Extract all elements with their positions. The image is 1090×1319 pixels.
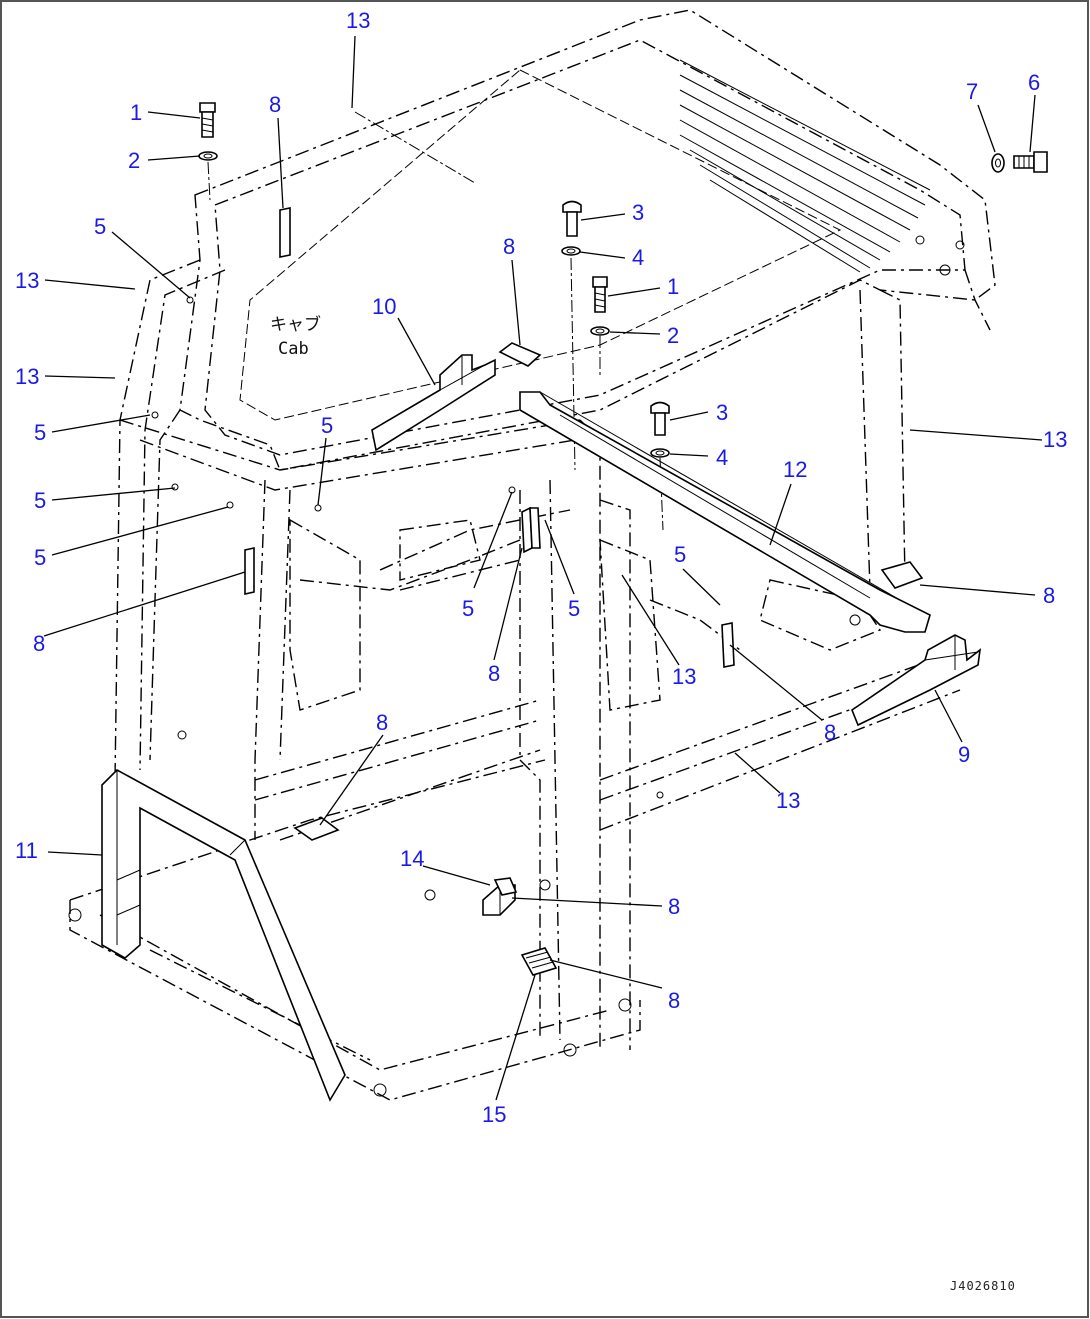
callout-5: 5 <box>568 596 580 621</box>
seal-8-lower-right <box>721 622 735 668</box>
bolt-3-lower <box>650 401 670 436</box>
callout-5: 5 <box>34 545 46 570</box>
callout-6: 6 <box>1028 70 1040 95</box>
roof-louvres <box>679 59 931 273</box>
bolt-1-center <box>592 276 608 313</box>
callout-5: 5 <box>674 542 686 567</box>
washer-4-upper <box>561 246 581 256</box>
callout-5: 5 <box>34 420 46 445</box>
callout-8: 8 <box>488 661 500 686</box>
part-11-pad <box>101 769 346 1102</box>
callout-5: 5 <box>34 488 46 513</box>
callout-1: 1 <box>667 274 679 299</box>
callout-4: 4 <box>632 245 644 270</box>
washer-2-upper <box>198 151 218 161</box>
callout-13: 13 <box>346 8 370 33</box>
part-9-wedge <box>851 634 982 727</box>
part-15-strip <box>520 947 558 976</box>
callout-13: 13 <box>1043 427 1067 452</box>
callout-5: 5 <box>94 214 106 239</box>
seal-8-lower-a <box>493 877 518 896</box>
callout-13: 13 <box>15 268 39 293</box>
callout-8: 8 <box>33 631 45 656</box>
callout-2: 2 <box>128 148 140 173</box>
callout-10: 10 <box>372 294 396 319</box>
callout-8: 8 <box>376 710 388 735</box>
callout-13: 13 <box>15 364 39 389</box>
callout-14: 14 <box>400 846 424 871</box>
bolt-3-upper <box>562 200 582 237</box>
callout-8: 8 <box>503 234 515 259</box>
callout-8: 8 <box>269 92 281 117</box>
callouts: 13 1 2 8 5 13 13 5 5 5 5 10 8 3 4 1 2 7 … <box>15 8 1067 1127</box>
bolt-1-upper <box>199 102 216 138</box>
callout-8: 8 <box>668 894 680 919</box>
callout-5: 5 <box>321 413 333 438</box>
seal-8-right <box>880 561 924 589</box>
washer-7 <box>991 153 1005 173</box>
callout-4: 4 <box>716 445 728 470</box>
callout-3: 3 <box>716 400 728 425</box>
callout-3: 3 <box>632 200 644 225</box>
seal-8-floor <box>293 817 340 841</box>
cab-label-jp: キャブ <box>270 314 321 335</box>
callout-11: 11 <box>15 838 38 863</box>
callout-13: 13 <box>672 664 696 689</box>
callout-1: 1 <box>130 100 142 125</box>
callout-9: 9 <box>958 742 970 767</box>
seal-8-near-10 <box>498 342 542 367</box>
seal-8-upper <box>279 207 291 258</box>
drawing-code: J4026810 <box>950 1279 1016 1293</box>
bolt-6 <box>1013 151 1048 173</box>
washer-4-lower <box>650 448 670 458</box>
callout-8: 8 <box>1043 583 1055 608</box>
callout-2: 2 <box>667 323 679 348</box>
seal-8-left <box>244 547 255 595</box>
washer-2-center <box>590 326 610 336</box>
callout-8: 8 <box>824 720 836 745</box>
callout-15: 15 <box>482 1102 506 1127</box>
frame-holes <box>68 235 965 1097</box>
callout-7: 7 <box>966 79 978 104</box>
callout-12: 12 <box>783 457 807 482</box>
part-12-rail <box>519 391 931 633</box>
leader-lines <box>43 35 1043 1101</box>
part-10-wedge <box>371 354 496 452</box>
callout-13: 13 <box>776 788 800 813</box>
callout-8: 8 <box>668 988 680 1013</box>
cab-label-en: Cab <box>278 339 309 359</box>
callout-5: 5 <box>462 596 474 621</box>
